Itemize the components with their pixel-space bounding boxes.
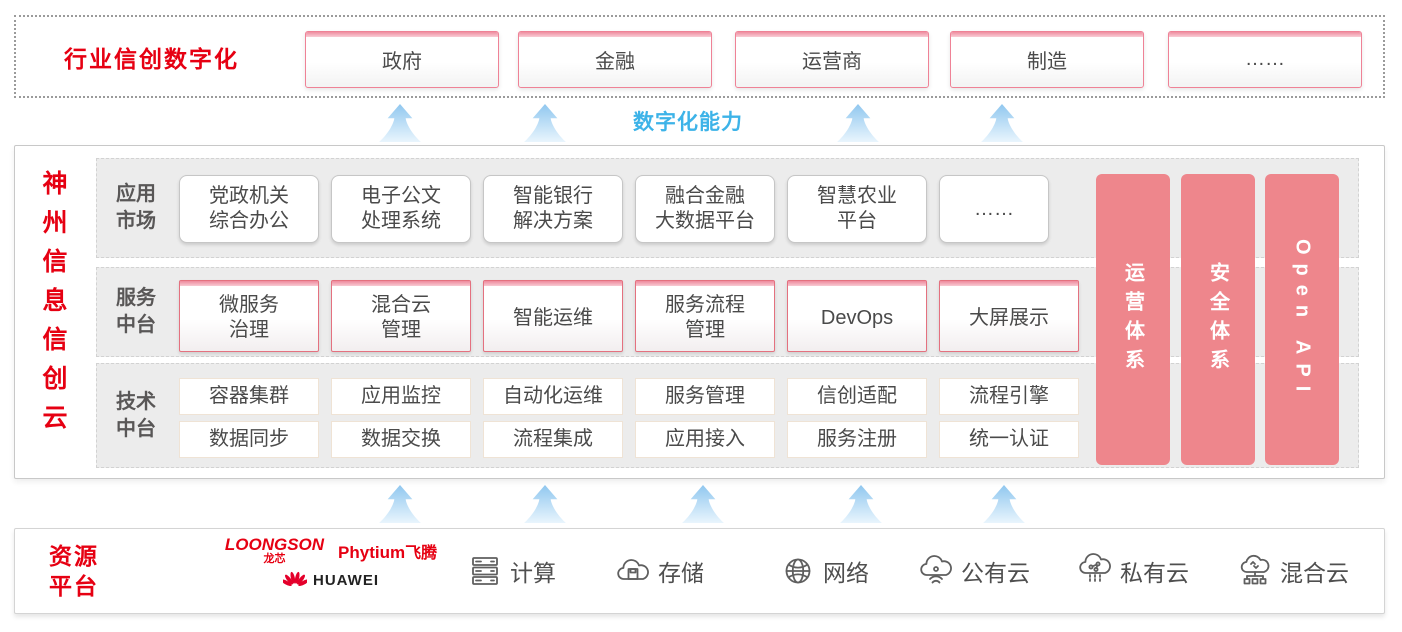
resource-item-network: 网络 [780, 553, 869, 589]
pillar-label: 安全体系 [1206, 261, 1229, 378]
module-card: 自动化运维 [483, 378, 623, 415]
module-card: 融合金融 大数据平台 [635, 175, 775, 243]
up-arrow-icon [379, 104, 421, 142]
industry-banner: 行业信创数字化 政府 金融 运营商 制造 …… [14, 15, 1385, 98]
storage-icon [617, 559, 649, 580]
public-cloud-icon [920, 555, 952, 584]
sector-card-telecom: 运营商 [735, 31, 929, 88]
loongson-logo: LOONGSON 龙芯 [224, 535, 325, 565]
industry-banner-title: 行业信创数字化 [64, 45, 239, 72]
pillar-label: 运营体系 [1121, 261, 1144, 378]
module-card: 党政机关 综合办公 [179, 175, 319, 243]
module-card: 服务管理 [635, 378, 775, 415]
up-arrow-icon [983, 485, 1025, 523]
app-market-label: 应用 市场 [116, 183, 156, 232]
hybrid-cloud-icon [1240, 554, 1270, 585]
tech-platform-panel: 技术 中台 容器集群 应用监控 自动化运维 服务管理 信创适配 流程引擎 数据同… [96, 363, 1359, 468]
module-card-more: …… [939, 175, 1049, 243]
sector-card-more: …… [1168, 31, 1362, 88]
module-card: 混合云 管理 [331, 280, 471, 352]
private-cloud-icon [1079, 553, 1111, 583]
resource-item-compute: 计算 [467, 553, 556, 589]
module-card: 应用接入 [635, 421, 775, 458]
module-card: 流程集成 [483, 421, 623, 458]
module-card: 容器集群 [179, 378, 319, 415]
service-platform-label: 服务 中台 [116, 287, 156, 336]
module-card: 统一认证 [939, 421, 1079, 458]
module-card: 数据同步 [179, 421, 319, 458]
module-card: 微服务 治理 [179, 280, 319, 352]
module-card: 智慧农业 平台 [787, 175, 927, 243]
up-arrow-icon [981, 104, 1023, 142]
capability-label: 数字化能力 [633, 111, 743, 134]
network-icon [785, 558, 811, 584]
resource-platform-label: 资源 平台 [49, 543, 99, 599]
module-card: 服务注册 [787, 421, 927, 458]
compute-icon [472, 557, 498, 585]
sector-card-finance: 金融 [518, 31, 712, 88]
up-arrow-icon [837, 104, 879, 142]
huawei-logo: HUAWEI [211, 571, 451, 590]
up-arrow-icon [840, 485, 882, 523]
module-card: DevOps [787, 280, 927, 352]
tech-platform-label: 技术 中台 [116, 390, 156, 440]
phytium-logo: Phytium飞腾 [338, 543, 438, 562]
up-arrow-icon [379, 485, 421, 523]
resource-item-private-cloud: 私有云 [1077, 553, 1189, 589]
module-card: 智能银行 解决方案 [483, 175, 623, 243]
sector-card-manufacturing: 制造 [950, 31, 1144, 88]
module-card: 流程引擎 [939, 378, 1079, 415]
vendor-logos: LOONGSON 龙芯 Phytium飞腾 [211, 536, 451, 590]
sector-card-government: 政府 [305, 31, 499, 88]
resource-item-storage: 存储 [615, 553, 704, 589]
cloud-platform-title: 神州信息信创云 [39, 170, 67, 443]
pillar-label: Open API [1291, 238, 1314, 401]
huawei-flower-icon [283, 571, 307, 586]
module-card: 应用监控 [331, 378, 471, 415]
pillar-open-api: Open API [1265, 174, 1339, 465]
module-card: 数据交换 [331, 421, 471, 458]
cloud-platform-container: 神州信息信创云 应用 市场 党政机关 综合办公 电子公文 处理系统 智能银行 解… [14, 145, 1385, 479]
pillar-security-system: 安全体系 [1181, 174, 1255, 465]
up-arrow-icon [524, 485, 566, 523]
module-card: 大屏展示 [939, 280, 1079, 352]
resource-item-public-cloud: 公有云 [918, 553, 1030, 589]
resource-item-hybrid-cloud: 混合云 [1237, 553, 1349, 589]
module-card: 信创适配 [787, 378, 927, 415]
module-card: 电子公文 处理系统 [331, 175, 471, 243]
module-card: 智能运维 [483, 280, 623, 352]
up-arrow-icon [524, 104, 566, 142]
up-arrow-icon [682, 485, 724, 523]
module-card: 服务流程 管理 [635, 280, 775, 352]
pillar-operations-system: 运营体系 [1096, 174, 1170, 465]
resource-platform-bar: 资源 平台 LOONGSON 龙芯 Phytium飞腾 [14, 528, 1385, 614]
